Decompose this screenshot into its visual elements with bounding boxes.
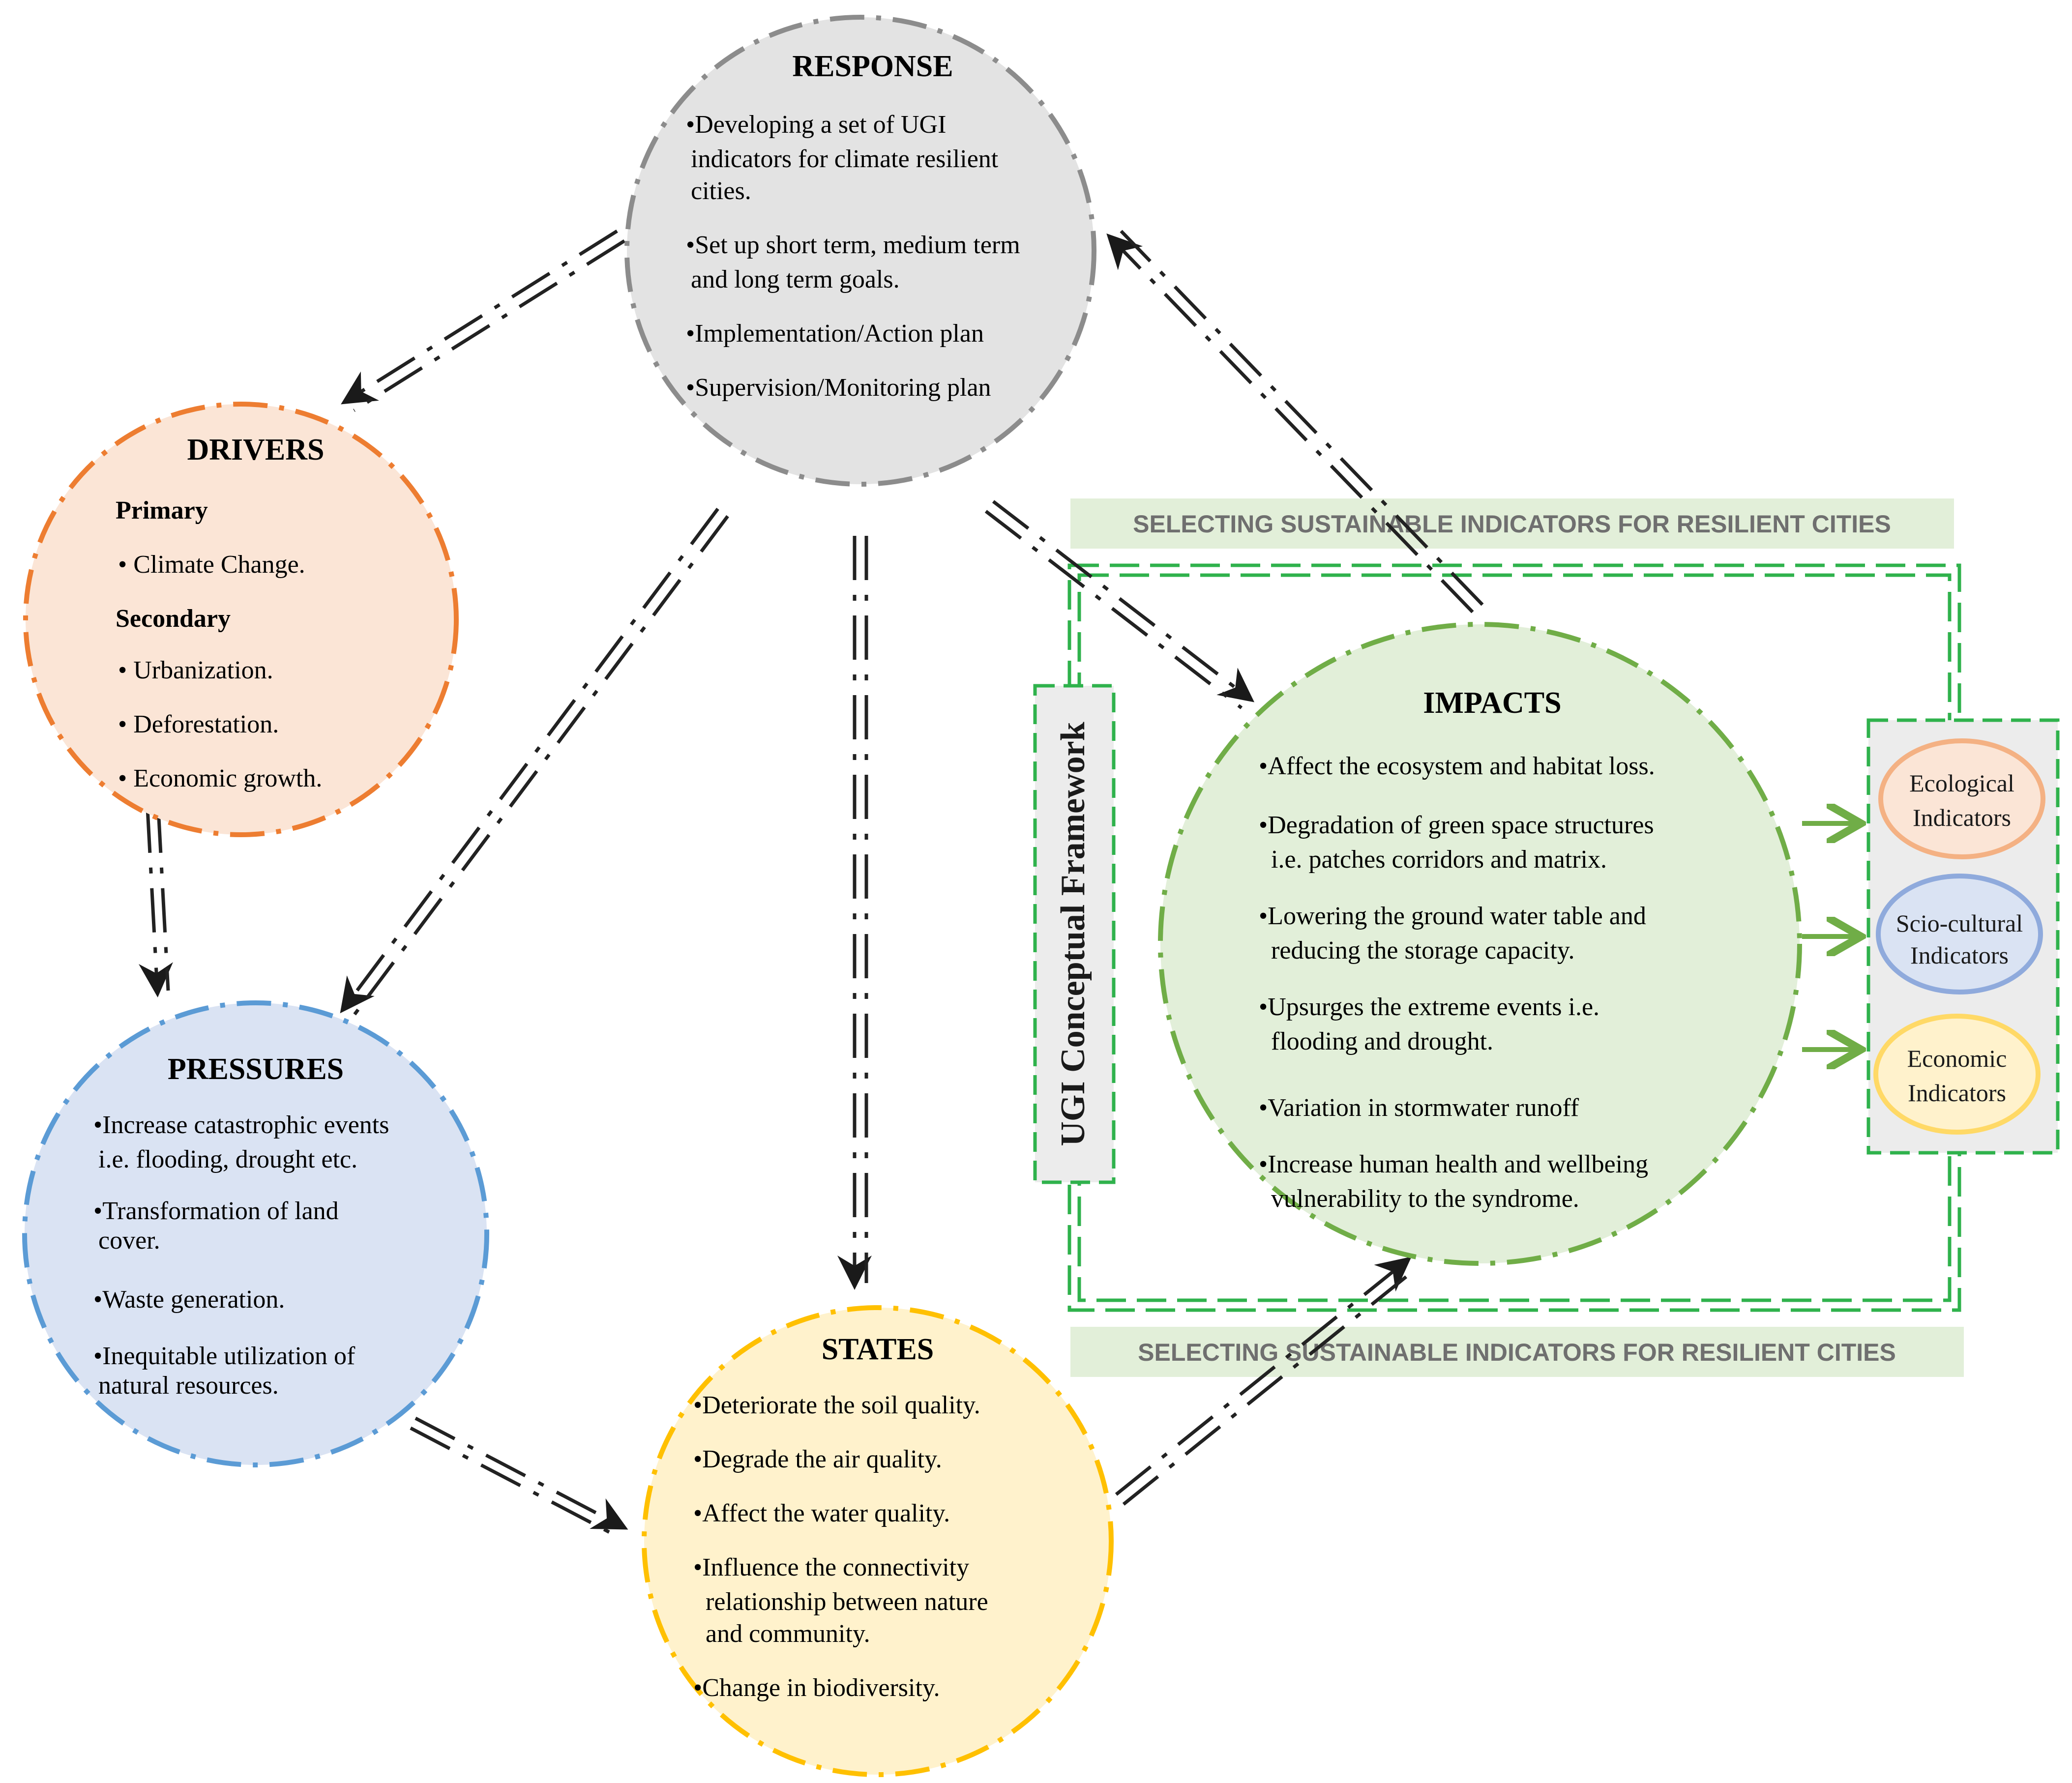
impacts-line-2: •Degradation of green space structures <box>1259 811 1654 839</box>
node-response-circle <box>624 15 1096 487</box>
impacts-line-6: •Upsurges the extreme events i.e. <box>1259 993 1599 1021</box>
node-drivers-title: DRIVERS <box>187 433 324 467</box>
connector-drivers-to-pressures <box>139 808 173 997</box>
states-line-1: •Deteriorate the soil quality. <box>693 1391 980 1419</box>
connector-response-to-drivers <box>341 230 625 412</box>
connector-states-to-impacts <box>1115 1257 1415 1506</box>
connector-response-to-pressures <box>340 507 729 1017</box>
impacts-line-8: •Variation in stormwater runoff <box>1259 1094 1579 1122</box>
connector-response-to-impacts <box>984 500 1255 709</box>
pressures-line-5: •Waste generation. <box>93 1286 285 1314</box>
node-response: RESPONSE •Developing a set of UGI indica… <box>624 15 1096 487</box>
states-line-7: •Change in biodiversity. <box>693 1674 940 1702</box>
vertical-label: UGI Conceptual Framework <box>1054 722 1092 1146</box>
indicator-ecological: Ecological Indicators <box>1878 738 2045 859</box>
impacts-line-5: reducing the storage capacity. <box>1271 936 1574 965</box>
impacts-line-7: flooding and drought. <box>1271 1027 1493 1055</box>
node-states-body: •Deteriorate the soil quality. •Degrade … <box>693 1391 995 1702</box>
pressures-line-6: •Inequitable utilization of <box>93 1342 355 1370</box>
node-pressures: PRESSURES •Increase catastrophic events … <box>22 1000 489 1467</box>
connectors <box>139 230 1484 1538</box>
impacts-line-9: •Increase human health and wellbeing <box>1259 1150 1648 1178</box>
states-line-4: •Influence the connectivity <box>693 1553 969 1581</box>
drivers-line-6: • Economic growth. <box>118 764 322 792</box>
banner-bottom-text: SELECTING SUSTAINABLE INDICATORS FOR RES… <box>1138 1339 1896 1366</box>
node-states-circle <box>642 1305 1114 1777</box>
indicators-panel: Ecological Indicators Scio-cultural Indi… <box>1802 718 2060 1155</box>
response-line-7: •Supervision/Monitoring plan <box>686 374 991 402</box>
drivers-line-4: • Urbanization. <box>118 656 273 684</box>
response-line-1: •Developing a set of UGI <box>686 111 946 139</box>
response-line-4: •Set up short term, medium term <box>686 231 1020 259</box>
node-drivers-body: Primary • Climate Change. Secondary • Ur… <box>116 497 322 792</box>
response-line-2: indicators for climate resilient <box>691 145 999 173</box>
pressures-line-1: •Increase catastrophic events <box>93 1111 389 1139</box>
impacts-line-4: •Lowering the ground water table and <box>1259 902 1646 930</box>
indicator-socio-cultural-line1: Scio-cultural <box>1896 909 2023 937</box>
impacts-line-10: vulnerability to the syndrome. <box>1271 1185 1579 1213</box>
connector-pressures-to-states <box>410 1416 628 1538</box>
node-pressures-circle <box>22 1000 489 1467</box>
node-pressures-title: PRESSURES <box>168 1052 344 1086</box>
impacts-line-1: •Affect the ecosystem and habitat loss. <box>1259 752 1655 780</box>
response-line-3: cities. <box>691 177 751 205</box>
states-line-2: •Degrade the air quality. <box>693 1445 942 1473</box>
node-impacts-circle <box>1158 622 1802 1266</box>
pressures-line-4: cover. <box>98 1227 160 1255</box>
indicator-ecological-line1: Ecological <box>1909 769 2014 797</box>
banner-top: SELECTING SUSTAINABLE INDICATORS FOR RES… <box>1070 498 1954 549</box>
response-line-6: •Implementation/Action plan <box>686 320 984 348</box>
indicator-socio-cultural-line2: Indicators <box>1910 941 2009 969</box>
drivers-line-3: Secondary <box>116 605 231 633</box>
node-impacts: IMPACTS •Affect the ecosystem and habita… <box>1158 622 1802 1266</box>
connector-impacts-to-response <box>1106 230 1484 614</box>
states-line-5: relationship between nature <box>706 1588 988 1616</box>
node-response-body: •Developing a set of UGI indicators for … <box>686 111 1027 402</box>
node-response-title: RESPONSE <box>792 50 953 83</box>
framework-box: SELECTING SUSTAINABLE INDICATORS FOR RES… <box>1033 498 1964 1377</box>
node-pressures-body: •Increase catastrophic events i.e. flood… <box>93 1111 395 1400</box>
banner-bottom: SELECTING SUSTAINABLE INDICATORS FOR RES… <box>1070 1327 1964 1377</box>
node-drivers: DRIVERS Primary • Climate Change. Second… <box>23 402 459 837</box>
node-impacts-title: IMPACTS <box>1423 686 1561 720</box>
pressures-line-2: i.e. flooding, drought etc. <box>98 1145 357 1173</box>
vertical-label-box: UGI Conceptual Framework <box>1033 684 1116 1184</box>
drivers-line-2: • Climate Change. <box>118 551 305 579</box>
impacts-line-3: i.e. patches corridors and matrix. <box>1271 846 1607 874</box>
indicator-economic: Economic Indicators <box>1873 1014 2041 1135</box>
node-states-title: STATES <box>822 1333 934 1366</box>
drivers-line-5: • Deforestation. <box>118 710 279 738</box>
indicator-economic-line1: Economic <box>1907 1045 2007 1072</box>
states-line-6: and community. <box>706 1620 870 1648</box>
indicator-ecological-line2: Indicators <box>1913 804 2011 831</box>
node-drivers-circle <box>23 402 459 837</box>
connector-response-to-states <box>837 536 872 1290</box>
indicator-economic-line2: Indicators <box>1908 1079 2006 1107</box>
pressures-line-3: •Transformation of land <box>93 1197 339 1225</box>
node-impacts-body: •Affect the ecosystem and habitat loss. … <box>1259 752 1661 1213</box>
node-states: STATES •Deteriorate the soil quality. •D… <box>642 1305 1114 1777</box>
states-line-3: •Affect the water quality. <box>693 1499 950 1527</box>
response-line-5: and long term goals. <box>691 265 900 293</box>
banner-top-text: SELECTING SUSTAINABLE INDICATORS FOR RES… <box>1133 510 1891 538</box>
drivers-line-1: Primary <box>116 497 208 525</box>
pressures-line-7: natural resources. <box>98 1372 279 1400</box>
indicator-socio-cultural: Scio-cultural Indicators <box>1876 874 2043 994</box>
